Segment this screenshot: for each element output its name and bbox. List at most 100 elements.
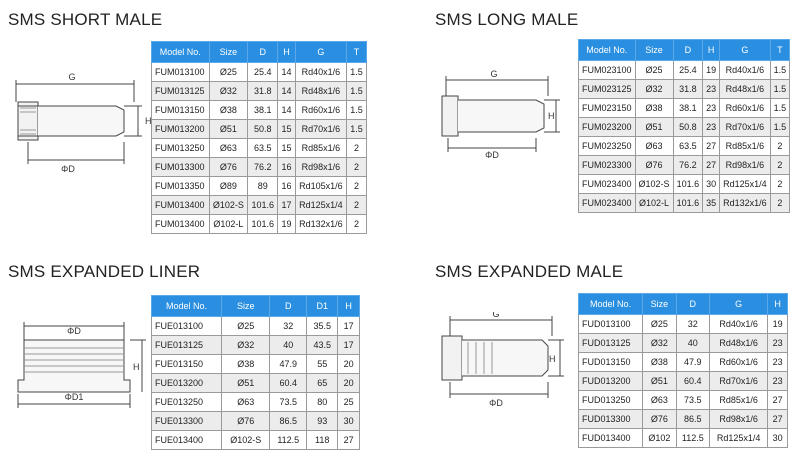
table-cell: FUD013100 [577, 314, 644, 334]
table-cell: Rd70x1/6 [719, 117, 771, 137]
table-cell: 63.5 [247, 138, 279, 158]
table-cell: 19 [767, 314, 788, 334]
table-cell: FUM023200 [578, 117, 636, 137]
table-cell: Rd85x1/6 [719, 136, 771, 156]
table-cell: 25 [337, 392, 360, 412]
table-cell: Rd40x1/6 [719, 60, 771, 80]
table-cell: 1.5 [769, 79, 791, 99]
column-header: H [277, 41, 296, 63]
expanded-liner-title: SMS EXPANDED LINER [8, 262, 201, 281]
table-cell: FUM023300 [578, 155, 636, 175]
column-header: Size [221, 295, 271, 317]
table-cell: Ø25 [642, 314, 677, 334]
table-cell: Ø102-S [208, 195, 249, 215]
table-cell: 89 [247, 176, 279, 196]
table-cell: 2 [769, 174, 791, 194]
table-cell: Rd70x1/6 [294, 119, 348, 139]
table-cell: 30 [337, 411, 360, 431]
column-header: H [337, 295, 360, 317]
table-cell: 17 [277, 195, 296, 215]
table-cell: 32 [269, 316, 308, 336]
column-header: D1 [306, 295, 339, 317]
column-header: D [672, 39, 704, 61]
table-cell: Ø32 [642, 333, 677, 353]
column-header: Size [634, 39, 674, 61]
d1-label: ΦD1 [65, 392, 84, 402]
table-cell: 2 [346, 176, 367, 196]
table-cell: FUD013200 [577, 371, 644, 391]
table-cell: 31.8 [247, 81, 279, 101]
table-cell: FUM023100 [578, 60, 636, 80]
table-cell: 2 [769, 193, 791, 213]
h-label: H [548, 111, 555, 121]
table-cell: 55 [306, 354, 339, 374]
table-cell: FUM013350 [151, 176, 210, 196]
table-cell: 101.6 [247, 214, 279, 234]
g-label: G [492, 312, 499, 319]
table-cell: 47.9 [675, 352, 710, 372]
table-cell: 65 [306, 373, 339, 393]
table-cell: 2 [769, 136, 791, 156]
table-cell: Ø76 [634, 155, 674, 175]
table-cell: 23 [767, 333, 788, 353]
table-cell: 2 [346, 157, 367, 177]
table-cell: 20 [337, 354, 360, 374]
table-cell: 1.5 [769, 60, 791, 80]
expanded-liner-drawing: ΦD H ΦD1 [17, 322, 146, 408]
table-cell: Ø25 [634, 60, 674, 80]
table-cell: 2 [346, 138, 367, 158]
table-cell: 27 [702, 155, 721, 175]
d-label: ΦD [61, 164, 75, 174]
table-cell: 14 [277, 62, 296, 82]
g-label: G [68, 72, 75, 82]
table-cell: 38.1 [247, 100, 279, 120]
table-cell: FUM013300 [151, 157, 210, 177]
table-cell: Ø32 [221, 335, 271, 355]
column-header: G [294, 41, 348, 63]
table-cell: 23 [702, 98, 721, 118]
table-cell: 20 [337, 373, 360, 393]
table-cell: FUE013150 [150, 354, 223, 374]
table-cell: 35 [702, 193, 721, 213]
table-cell: 19 [702, 60, 721, 80]
table-cell: FUM023150 [578, 98, 636, 118]
table-cell: Ø102-L [208, 214, 249, 234]
table-cell: FUE013125 [150, 335, 223, 355]
expanded-male-drawing: G H ΦD [441, 312, 564, 408]
table-cell: 23 [767, 352, 788, 372]
table-cell: Ø76 [642, 409, 677, 429]
table-cell: Ø32 [634, 79, 674, 99]
table-cell: Rd132x1/6 [294, 214, 348, 234]
table-cell: 101.6 [672, 193, 704, 213]
table-cell: FUM023400 [578, 174, 636, 194]
table-cell: 27 [337, 430, 360, 450]
table-cell: Ø38 [634, 98, 674, 118]
table-cell: FUM013400 [151, 214, 210, 234]
table-cell: 76.2 [247, 157, 279, 177]
table-cell: 17 [337, 316, 360, 336]
table-cell: 23 [767, 371, 788, 391]
table-cell: FUD013300 [577, 409, 644, 429]
table-cell: Ø63 [221, 392, 271, 412]
table-cell: 25.4 [672, 60, 704, 80]
table-cell: FUE013200 [150, 373, 223, 393]
table-cell: 27 [767, 390, 788, 410]
table-cell: Rd40x1/6 [294, 62, 348, 82]
table-cell: 16 [277, 176, 296, 196]
table-cell: Rd48x1/6 [719, 79, 771, 99]
